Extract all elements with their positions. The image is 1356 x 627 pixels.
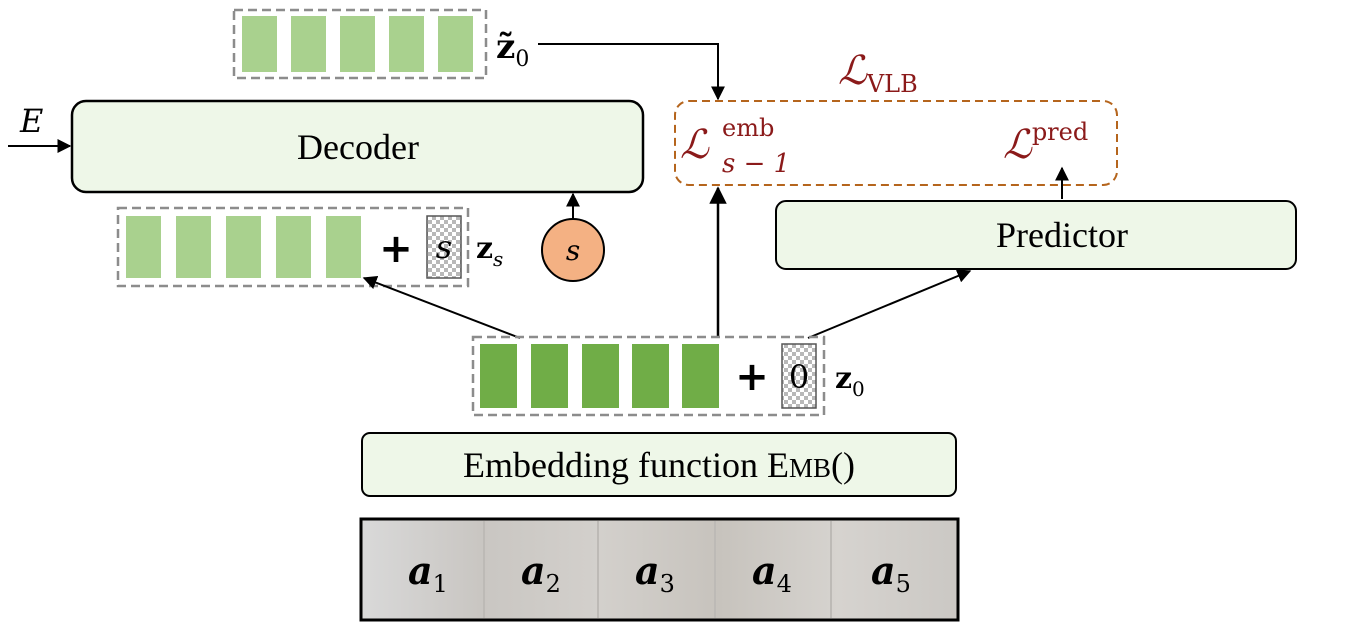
loss-vlb: ℒVLB: [838, 48, 918, 98]
latent-z0-cell: [682, 344, 719, 408]
arrow-ztilde-to-loss: [538, 43, 725, 101]
action-strip: a1 a2 a3 a4 a5: [359, 517, 960, 622]
latent-tilde-cell: [340, 16, 375, 72]
latent-zs-step-token-box: [426, 215, 462, 279]
latent-z0-step-token-box: [781, 343, 817, 409]
latent-zs-frame: [116, 206, 470, 288]
action-frame-divider: [597, 521, 599, 618]
latent-zs-cell: [326, 216, 361, 278]
step-label: s: [566, 234, 580, 267]
action-frame-divider: [714, 521, 716, 618]
embedding-block: Embedding function EMB(): [361, 432, 957, 497]
predictor-block: Predictor: [775, 200, 1297, 270]
embedding-box: [361, 432, 957, 497]
latent-tilde-cell: [438, 16, 473, 72]
embedding-label: Embedding function EMB(): [463, 445, 855, 485]
latent-tilde-label: z̃0: [496, 27, 529, 72]
latent-tilde-cell: [389, 16, 424, 72]
loss-pred: ℒpred: [1003, 118, 1088, 168]
action-token: a4: [752, 548, 792, 598]
latent-z0-cell: [480, 344, 517, 408]
latent-zs-plus: +: [379, 226, 413, 272]
latent-zs-cell: [226, 216, 261, 278]
decoder-input-label: E: [19, 102, 43, 140]
latent-tilde-cell: [242, 16, 277, 72]
action-token: a3: [635, 548, 675, 598]
action-strip-frame: [359, 517, 960, 622]
predictor-label: Predictor: [996, 215, 1128, 255]
latent-z0: + 0 z0: [471, 335, 865, 417]
action-token: a1: [408, 548, 448, 598]
latent-zs: + s zs: [116, 206, 503, 288]
action-frame-divider: [830, 521, 832, 618]
latent-zs-cell: [126, 216, 161, 278]
arrow-z0-to-predictor: [807, 269, 972, 339]
action-token: a5: [871, 548, 911, 598]
arrow-z0-to-zs: [362, 275, 521, 339]
latent-z0-step-token: 0: [789, 358, 809, 396]
latent-tilde-z0: z̃0: [232, 8, 529, 80]
latent-tilde-frame: [232, 8, 488, 80]
latent-z0-cell: [582, 344, 619, 408]
action-token: a2: [521, 548, 561, 598]
action-frame-divider: [483, 521, 485, 618]
decoder-label: Decoder: [297, 127, 419, 167]
latent-zs-label: zs: [476, 231, 503, 271]
loss-box: [674, 100, 1118, 186]
latent-z0-frame: [471, 335, 826, 417]
latent-zs-cell: [176, 216, 211, 278]
decoder-block: Decoder: [70, 99, 645, 194]
decoder-box: [70, 99, 645, 194]
latent-z0-cell: [531, 344, 568, 408]
latent-z0-cell: [632, 344, 669, 408]
predictor-box: [775, 200, 1297, 270]
latent-z0-label: z0: [835, 361, 865, 401]
latent-zs-cell: [276, 216, 311, 278]
latent-tilde-cell: [291, 16, 326, 72]
step-node: s: [541, 218, 605, 282]
latent-z0-plus: +: [735, 354, 769, 400]
latent-zs-step-token: s: [436, 228, 452, 266]
